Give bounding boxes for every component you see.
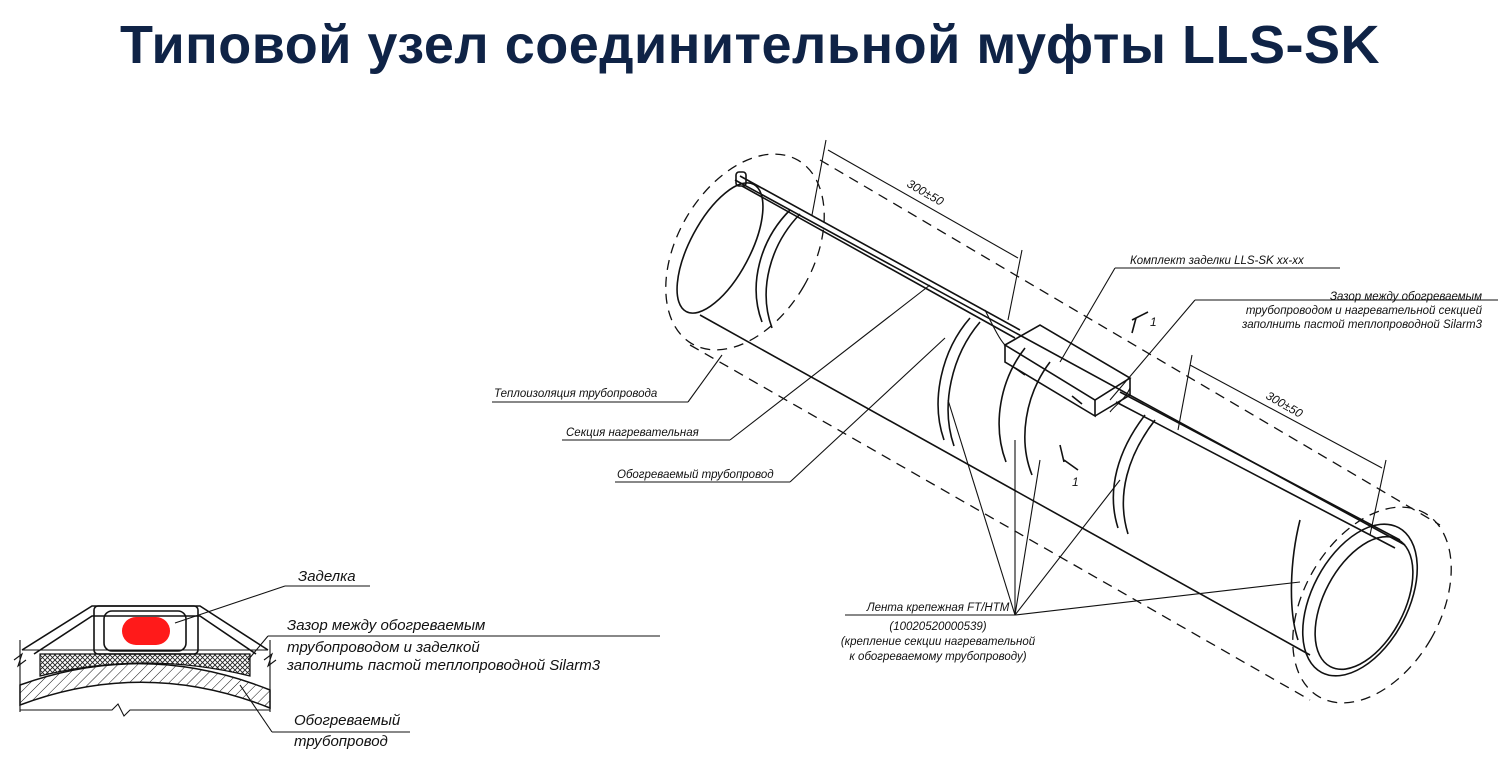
page-title: Типовой узел соединительной муфты LLS-SK xyxy=(120,15,1380,75)
label-kit: Комплект заделки LLS-SK xx-xx xyxy=(1130,255,1305,267)
label-heating-section: Секция нагревательная xyxy=(566,427,699,439)
cable-core xyxy=(122,617,170,645)
thermal-paste-layer xyxy=(39,653,251,677)
label-section-pipe-line-2: трубопровод xyxy=(294,733,388,750)
label-insulation: Теплоизоляция трубопровода xyxy=(494,388,657,400)
section-mark-label-bottom: 1 xyxy=(1072,475,1079,489)
section-mark-top: 1 xyxy=(1131,311,1157,334)
label-gap-line-3: заполнить пастой теплопроводной Silarm3 xyxy=(1241,319,1483,331)
dimension-left: 300±50 xyxy=(811,139,1023,321)
dimension-right: 300±50 xyxy=(1177,354,1387,536)
label-section-gap-line-2: трубопроводом и заделкой xyxy=(287,639,480,656)
label-heated-pipe: Обогреваемый трубопровод xyxy=(617,469,774,481)
label-tape-line-3: (крепление секции нагревательной xyxy=(841,636,1036,648)
heating-cable xyxy=(735,171,1401,549)
leader-lines xyxy=(492,267,1498,616)
label-section-gap-line-3: заполнить пастой теплопроводной Silarm3 xyxy=(286,657,601,674)
fixing-tape-bands xyxy=(755,209,1301,641)
termination-kit xyxy=(984,309,1132,418)
cross-section-view: Заделка Зазор между обогреваемым трубопр… xyxy=(13,568,660,750)
termination-housing xyxy=(21,605,269,655)
label-section-gap-line-1: Зазор между обогреваемым xyxy=(287,617,485,634)
label-tape-line-2: (10020520000539) xyxy=(889,621,986,633)
section-view-labels: Заделка Зазор между обогреваемым трубопр… xyxy=(286,568,601,750)
pipe-assembly-view: 300±50 300±50 1 1 xyxy=(492,139,1498,704)
insulation-outline xyxy=(665,153,1452,704)
section-mark-label-top: 1 xyxy=(1150,315,1157,329)
main-view-labels: Комплект заделки LLS-SK xx-xx Зазор межд… xyxy=(494,255,1483,663)
label-gap-line-1: Зазор между обогреваемым xyxy=(1330,291,1482,303)
label-section-pipe-line-1: Обогреваемый xyxy=(294,712,401,729)
label-gap-line-2: трубопроводом и нагревательной секцией xyxy=(1246,305,1483,317)
label-tape-line-4: к обогреваемому трубопроводу) xyxy=(849,651,1026,663)
label-termination: Заделка xyxy=(298,568,356,585)
label-tape-line-1: Лента крепежная FT/HTM xyxy=(866,602,1010,614)
section-leader-lines xyxy=(174,585,660,733)
dimension-left-label: 300±50 xyxy=(905,176,947,208)
section-mark-bottom: 1 xyxy=(1059,444,1079,489)
